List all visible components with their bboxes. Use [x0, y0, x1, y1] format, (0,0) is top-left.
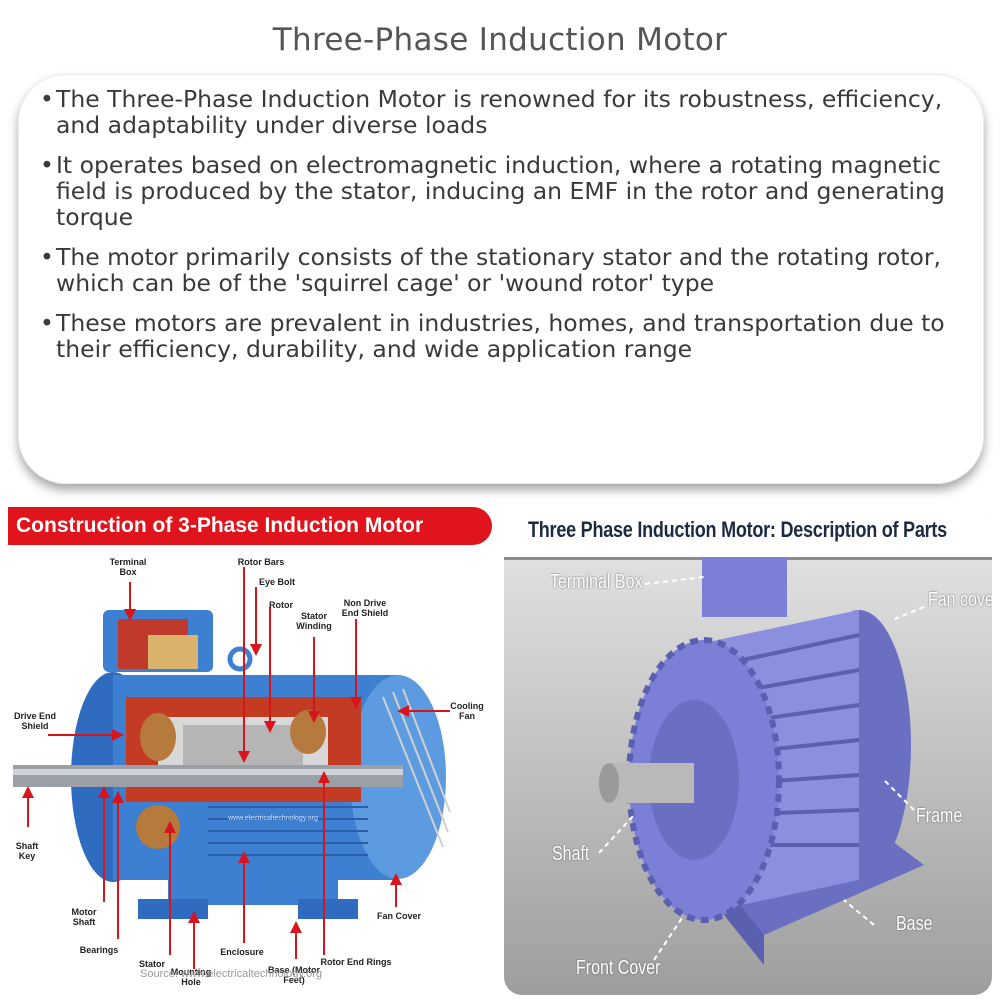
bullet-item: •These motors are prevalent in industrie… [40, 309, 945, 363]
label-stator: Stator [138, 959, 165, 969]
bullet-text: These motors are prevalent in industries… [56, 309, 945, 363]
label-stator-winding: Stator Winding [296, 611, 332, 631]
label-fan-cover-3d: Fan cover [928, 589, 992, 611]
label-eye-bolt: Eye Bolt [258, 577, 295, 587]
parts-banner: Three Phase Induction Motor: Description… [504, 505, 992, 560]
label-non-drive-end-shield: Non Drive End Shield [341, 598, 389, 618]
label-rotor: Rotor [269, 600, 293, 610]
label-enclosure: Enclosure [220, 947, 264, 957]
construction-banner: Construction of 3-Phase Induction Motor [8, 507, 492, 545]
label-mounting-hole: Mounting Hole [170, 967, 212, 987]
label-fan-cover: Fan Cover [376, 911, 421, 921]
parts-banner-title: Three Phase Induction Motor: Description… [528, 517, 947, 542]
bullet-item: •It operates based on electromagnetic in… [40, 151, 945, 231]
summary-card [18, 74, 984, 484]
motor-3d-illustration [598, 557, 925, 965]
label-shaft-3d: Shaft [552, 843, 590, 865]
bullet-text: The Three-Phase Induction Motor is renow… [56, 85, 943, 139]
motor-cutaway-illustration [13, 567, 451, 969]
label-drive-end-shield: Drive End Shield [13, 711, 56, 731]
label-rotor-end-rings: Rotor End Rings [320, 957, 392, 967]
label-terminal-box-3d: Terminal Box [550, 571, 643, 593]
label-rotor-bars: Rotor Bars [237, 557, 285, 567]
label-frame-3d: Frame [916, 805, 963, 827]
bullet-list: •The Three-Phase Induction Motor is reno… [40, 86, 970, 376]
watermark-text: www.electricaltechnology.org [228, 815, 318, 822]
label-front-cover-3d: Front Cover [576, 957, 661, 979]
bullet-text: The motor primarily consists of the stat… [56, 243, 941, 297]
label-cooling-fan: Cooling Fan [450, 701, 484, 721]
label-shaft-key: Shaft Key [15, 841, 39, 861]
image-source: Source: www.electricaltechnology.org [140, 968, 322, 980]
page-title: Three-Phase Induction Motor [272, 22, 728, 58]
parts-diagram: Three Phase Induction Motor: Description… [504, 505, 992, 995]
label-base: Base (Motor Feet) [267, 965, 320, 985]
bullet-text: It operates based on electromagnetic ind… [56, 151, 945, 231]
label-base-3d: Base [896, 913, 933, 935]
construction-diagram: Construction of 3-Phase Induction Motor [8, 507, 492, 995]
bullet-item: •The motor primarily consists of the sta… [40, 243, 941, 297]
label-bearings: Bearings [79, 945, 119, 955]
label-motor-shaft: Motor Shaft [71, 907, 97, 927]
bullet-item: •The Three-Phase Induction Motor is reno… [40, 85, 943, 139]
label-terminal-box: Terminal Box [109, 557, 147, 577]
